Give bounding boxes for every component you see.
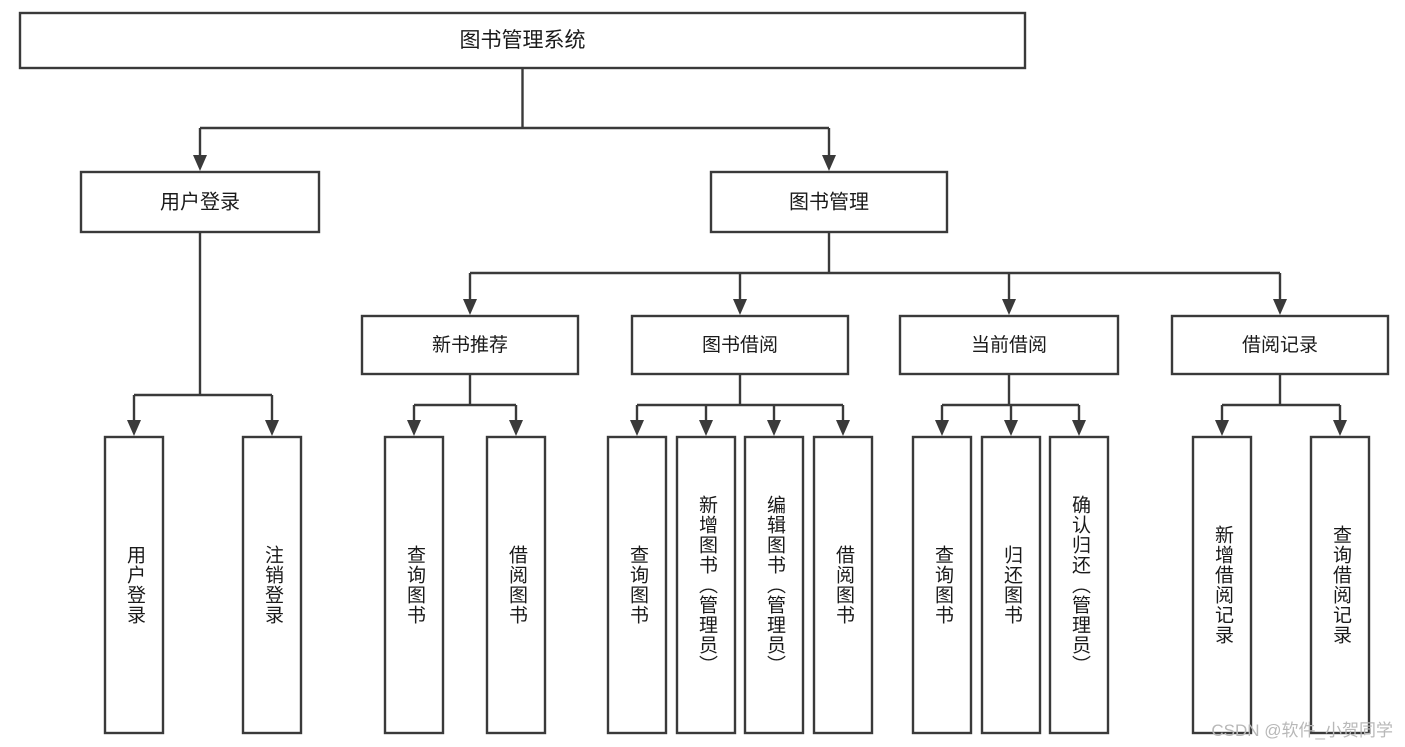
- node-box-leaf-user-login[interactable]: [103, 435, 165, 735]
- arrow-head-leaf-confirm-return-admin: [1072, 420, 1086, 436]
- node-box-leaf-borrow-book-recommend[interactable]: [485, 435, 547, 735]
- arrow-head-leaf-query-book-recommend: [407, 420, 421, 436]
- node-box-leaf-query-book-current[interactable]: [911, 435, 973, 735]
- node-label-borrow-record: 借阅记录: [1242, 334, 1318, 356]
- node-box-leaf-query-book-recommend[interactable]: [383, 435, 445, 735]
- node-box-leaf-borrow-book[interactable]: [812, 435, 874, 735]
- arrow-head-leaf-user-logout: [265, 420, 279, 436]
- node-box-book-manage[interactable]: [709, 170, 949, 234]
- arrow-head-leaf-borrow-book-recommend: [509, 420, 523, 436]
- arrow-head-leaf-query-book-current: [935, 420, 949, 436]
- node-box-new-book-recommend[interactable]: [360, 314, 580, 376]
- arrow-head-leaf-add-borrow-record: [1215, 420, 1229, 436]
- arrow-head-book-manage: [822, 155, 836, 171]
- node-box-leaf-query-borrow-record[interactable]: [1309, 435, 1371, 735]
- node-box-leaf-return-book[interactable]: [980, 435, 1042, 735]
- arrow-head-user-login: [193, 155, 207, 171]
- arrow-head-leaf-edit-book-admin: [767, 420, 781, 436]
- arrow-head-borrow-record: [1273, 299, 1287, 315]
- node-box-borrow-record[interactable]: [1170, 314, 1390, 376]
- arrow-head-leaf-query-borrow-record: [1333, 420, 1347, 436]
- arrow-head-leaf-query-book-borrow: [630, 420, 644, 436]
- arrow-head-current-borrow: [1002, 299, 1016, 315]
- node-box-leaf-add-book-admin[interactable]: [675, 435, 737, 735]
- node-box-leaf-confirm-return-admin[interactable]: [1048, 435, 1110, 735]
- connectors-layer: [127, 68, 1347, 436]
- node-label-new-book-recommend: 新书推荐: [432, 334, 508, 356]
- node-box-root[interactable]: [18, 11, 1027, 70]
- node-box-leaf-edit-book-admin[interactable]: [743, 435, 805, 735]
- node-box-book-borrow[interactable]: [630, 314, 850, 376]
- node-box-leaf-add-borrow-record[interactable]: [1191, 435, 1253, 735]
- node-box-user-login[interactable]: [79, 170, 321, 234]
- node-box-leaf-query-book-borrow[interactable]: [606, 435, 668, 735]
- node-label-book-manage: 图书管理: [789, 190, 869, 213]
- arrow-head-leaf-return-book: [1004, 420, 1018, 436]
- watermark-text: CSDN @软件_小贺同学: [1211, 721, 1393, 740]
- arrow-head-leaf-user-login: [127, 420, 141, 436]
- arrow-head-leaf-add-book-admin: [699, 420, 713, 436]
- arrow-head-leaf-borrow-book: [836, 420, 850, 436]
- node-label-user-login: 用户登录: [160, 190, 240, 213]
- node-label-book-borrow: 图书借阅: [702, 334, 778, 356]
- node-box-current-borrow[interactable]: [898, 314, 1120, 376]
- node-box-leaf-user-logout[interactable]: [241, 435, 303, 735]
- node-label-current-borrow: 当前借阅: [971, 334, 1047, 356]
- arrow-head-book-borrow: [733, 299, 747, 315]
- node-label-root: 图书管理系统: [460, 29, 586, 52]
- arrow-head-new-book-recommend: [463, 299, 477, 315]
